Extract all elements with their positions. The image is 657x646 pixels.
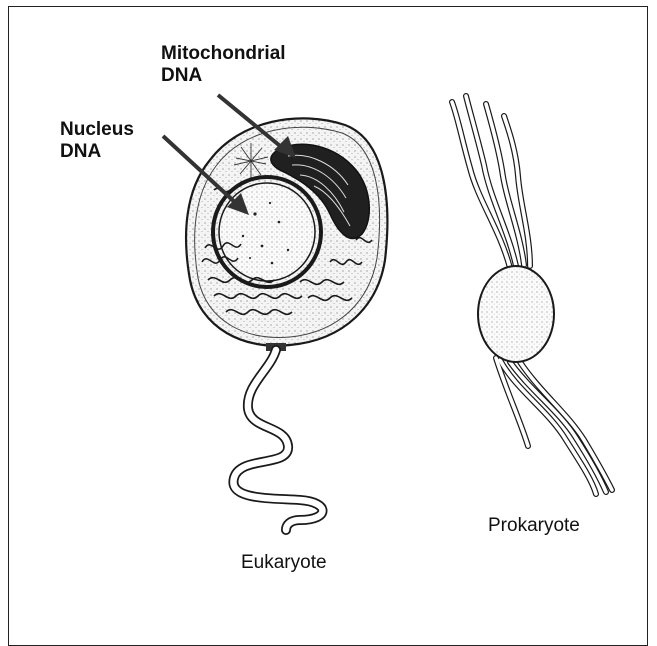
eukaryote-cell — [186, 118, 387, 530]
prokaryote-flagella-bottom — [496, 358, 612, 494]
eukaryote-caption: Eukaryote — [241, 552, 327, 574]
prokaryote-flagella-top — [452, 96, 530, 268]
eukaryote-flagellum — [233, 350, 322, 530]
nucleus-label-line2: DNA — [60, 141, 134, 163]
mitochondrial-label-line2: DNA — [161, 65, 286, 87]
nucleus-dna-label: Nucleus DNA — [60, 119, 134, 163]
nucleus — [219, 183, 315, 281]
mitochondrial-label-line1: Mitochondrial — [161, 43, 286, 65]
prokaryote-cell — [452, 96, 612, 494]
prokaryote-body — [478, 266, 554, 362]
mitochondrial-dna-label: Mitochondrial DNA — [161, 43, 286, 87]
nucleus-label-line1: Nucleus — [60, 119, 134, 141]
prokaryote-caption: Prokaryote — [488, 515, 580, 537]
